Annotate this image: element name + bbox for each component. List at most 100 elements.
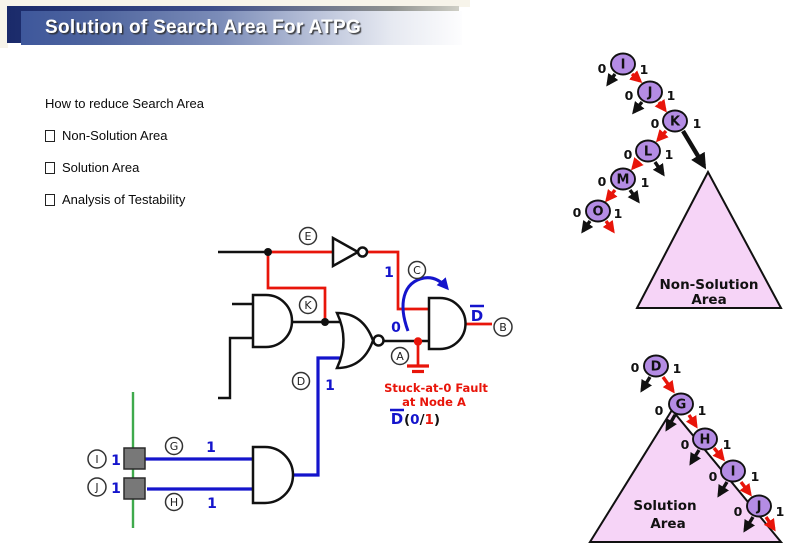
svg-text:D: D: [651, 360, 662, 375]
svg-text:1: 1: [723, 437, 732, 452]
tree-node: J: [746, 494, 772, 518]
svg-text:1: 1: [698, 403, 707, 418]
node-label-e: E: [305, 230, 312, 243]
value-j-input: 1: [111, 481, 121, 497]
nor-gate: [335, 311, 375, 370]
value-h-line: 1: [207, 496, 217, 512]
propagation-curve-arrow-icon: [401, 276, 449, 332]
value-i-input: 1: [111, 453, 121, 469]
fault-value-expression: (0/1): [404, 412, 440, 428]
svg-text:0: 0: [734, 504, 743, 519]
tree-node: I: [610, 52, 636, 76]
paren: (: [404, 412, 410, 428]
tree-nodes: D G H I J: [643, 354, 772, 518]
svg-text:0: 0: [655, 403, 664, 418]
paren: ): [434, 412, 440, 428]
value-nor-out: 0: [391, 320, 401, 336]
and-gate-output: [427, 296, 467, 351]
svg-text:I: I: [731, 465, 736, 480]
non-solution-area-label: Area: [691, 292, 726, 308]
node-label-c: C: [413, 264, 421, 277]
svg-text:J: J: [647, 86, 653, 101]
checkbox-bullet-icon: [45, 161, 55, 174]
node-label-i: I: [95, 453, 98, 466]
tree-node: K: [662, 109, 688, 133]
svg-text:G: G: [676, 398, 687, 413]
svg-text:1: 1: [667, 88, 676, 103]
branch-labels: 0 1 0 1 0 1 0 1 0 1 0 1: [573, 61, 702, 221]
tree-edges: [640, 376, 776, 533]
svg-text:1: 1: [641, 175, 650, 190]
node-label-j: J: [94, 481, 98, 494]
input-pad-j: [123, 477, 146, 500]
node-label-k: K: [304, 299, 312, 312]
tree-edges: [581, 70, 707, 234]
bullet-label: Non-Solution Area: [62, 128, 168, 143]
and-gate-middle: [251, 293, 294, 349]
wire-junction-dot: [321, 318, 329, 326]
value-inverter-out: 1: [384, 265, 394, 281]
zero-value: 0: [410, 412, 419, 428]
nor-gate-bubble: [372, 334, 385, 347]
bullet-solution-area: Solution Area: [45, 160, 204, 175]
non-solution-area-label: Non-Solution: [660, 277, 759, 293]
svg-text:0: 0: [631, 360, 640, 375]
svg-text:1: 1: [673, 361, 682, 376]
and-gate-bottom: [251, 445, 295, 505]
bullet-label: Solution Area: [62, 160, 140, 175]
svg-text:J: J: [756, 500, 762, 515]
bullet-label: Analysis of Testability: [62, 192, 186, 207]
svg-text:0: 0: [598, 174, 607, 189]
svg-text:0: 0: [651, 116, 660, 131]
svg-text:0: 0: [681, 437, 690, 452]
slash: /: [420, 412, 425, 428]
svg-text:0: 0: [624, 147, 633, 162]
fault-dbar-label: D: [391, 410, 403, 428]
fault-text-line2: at Node A: [402, 395, 466, 409]
tree-node: I: [720, 459, 746, 483]
svg-text:0: 0: [573, 205, 582, 220]
svg-text:L: L: [644, 145, 652, 160]
tree-node: M: [610, 167, 636, 191]
gates: [251, 235, 467, 505]
tree-node: D: [643, 354, 669, 378]
fault-text-line1: Stuck-at-0 Fault: [384, 381, 488, 395]
intro-heading: How to reduce Search Area: [45, 96, 204, 111]
output-dbar-label: D: [471, 307, 483, 325]
branch-labels: 0 1 0 1 0 1 0 1 0 1: [631, 360, 785, 519]
checkbox-bullet-icon: [45, 193, 55, 206]
tree-nodes: I J K L M: [585, 52, 688, 223]
value-g-line: 1: [206, 440, 216, 456]
input-pad-i: [123, 447, 146, 470]
logic-circuit: E K C A B D G H I J 1 0 1 1 1 1 1 D Stuc…: [87, 226, 513, 528]
solution-area-label: Area: [650, 516, 685, 532]
wire-junction-dot: [264, 248, 272, 256]
svg-text:0: 0: [625, 88, 634, 103]
node-label-a: A: [396, 350, 404, 363]
svg-text:0: 0: [598, 61, 607, 76]
svg-text:0: 0: [709, 469, 718, 484]
tree-node: H: [692, 427, 718, 451]
not-gate-bubble: [356, 246, 369, 258]
title-bar: Solution of Search Area For ATPG: [21, 11, 462, 45]
tree-node: L: [635, 139, 661, 163]
page-title: Solution of Search Area For ATPG: [45, 17, 362, 38]
stuck-at-fault-ground-icon: [407, 337, 429, 374]
red-wires: [266, 250, 492, 326]
svg-text:M: M: [617, 173, 630, 188]
tree-node: G: [668, 392, 694, 416]
bullet-non-solution-area: Non-Solution Area: [45, 128, 204, 143]
tree-node: O: [585, 199, 611, 223]
not-gate: [331, 235, 361, 269]
node-label-circles: [87, 226, 513, 512]
one-value: 1: [425, 412, 434, 428]
tree-node: J: [637, 80, 663, 104]
node-label-h: H: [170, 496, 178, 509]
svg-text:O: O: [592, 205, 603, 220]
svg-text:1: 1: [614, 206, 623, 221]
svg-text:1: 1: [776, 504, 785, 519]
non-solution-tree: Non-Solution Area I: [573, 52, 783, 309]
solution-area-label: Solution: [633, 498, 696, 514]
solution-tree: Solution Area D: [588, 354, 785, 543]
